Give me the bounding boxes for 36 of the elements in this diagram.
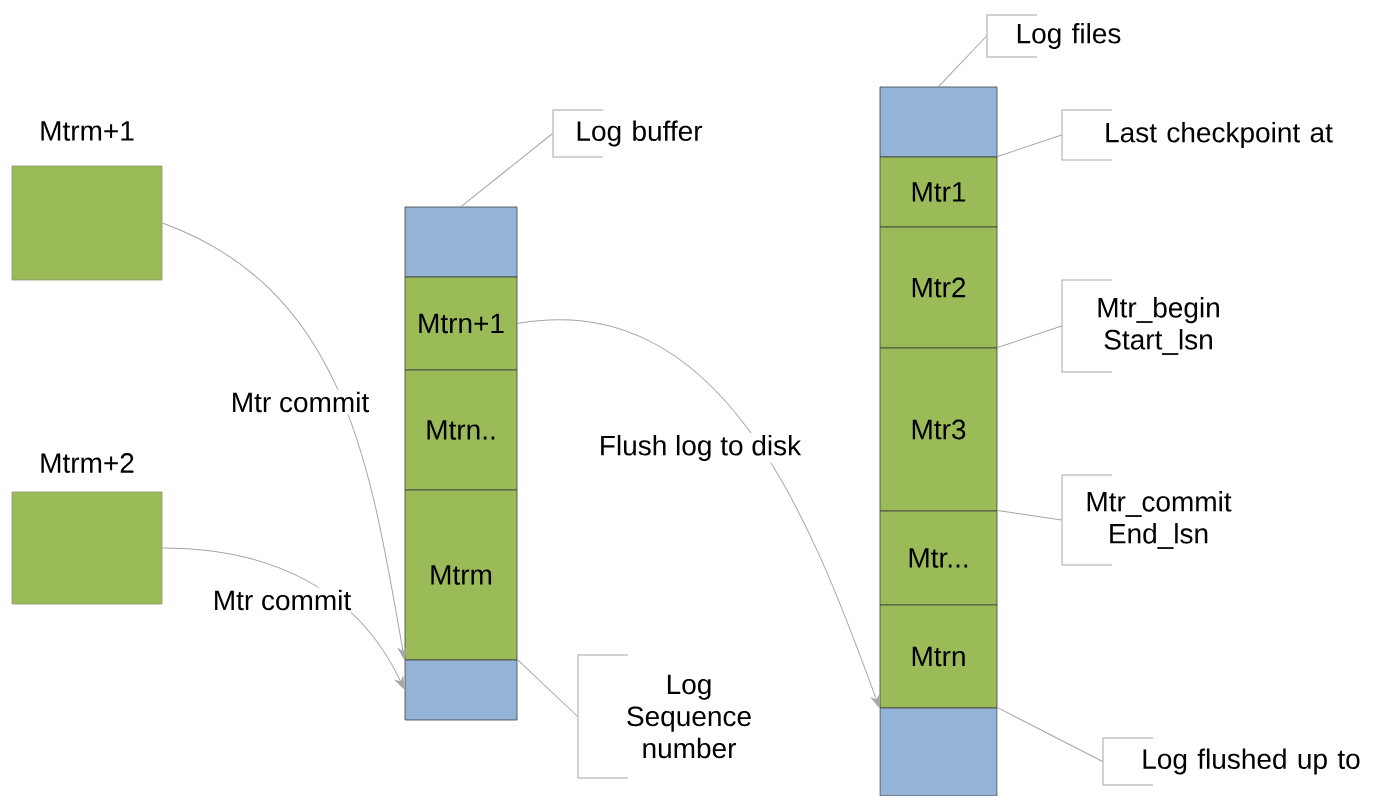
log-segment: Mtr1 [879,156,998,228]
edge-label: Mtr commit [228,389,372,415]
node-label: Mtrm+2 [41,453,134,473]
block: Mtrm+2 [11,453,163,605]
log-segment: Mtr2 [879,226,998,349]
callout-bracket: Log buffer [552,109,703,158]
callout-bracket: Mtr_begin Start_lsn [1061,279,1219,373]
node-label: Mtrm+1 [41,121,134,141]
leader-line [516,659,579,717]
arrow [161,547,405,690]
leader-line [996,707,1104,762]
log-segment [404,206,518,278]
callout-bracket: Log files [986,14,1121,58]
callout-bracket: Mtr_commit End_lsn [1061,474,1232,566]
leader-line [938,35,988,88]
callout-bracket: Last checkpoint at [1061,109,1333,161]
edge-label: Flush log to disk [596,432,804,464]
leader-line [460,133,554,208]
block: Mtrm+1 [11,121,163,281]
log-segment: Mtrm [404,489,518,661]
log-segment [879,86,998,158]
log-segment [404,659,518,721]
edge-label: Mtr commit [210,587,354,613]
log-segment: Mtrn+1 [404,276,518,371]
log-segment: Mtrn.. [404,369,518,491]
log-segment [879,707,998,796]
log-segment: Mtr3 [879,347,998,512]
arrow [161,222,407,660]
leader-line [996,134,1063,158]
log-segment: Mtr... [879,510,998,606]
leader-line [996,510,1063,521]
leader-line [996,325,1063,349]
callout-bracket: Log Sequence number [577,654,751,779]
callout-bracket: Log flushed up to [1102,737,1360,786]
arrow [516,319,880,708]
log-segment: Mtrn [879,604,998,709]
